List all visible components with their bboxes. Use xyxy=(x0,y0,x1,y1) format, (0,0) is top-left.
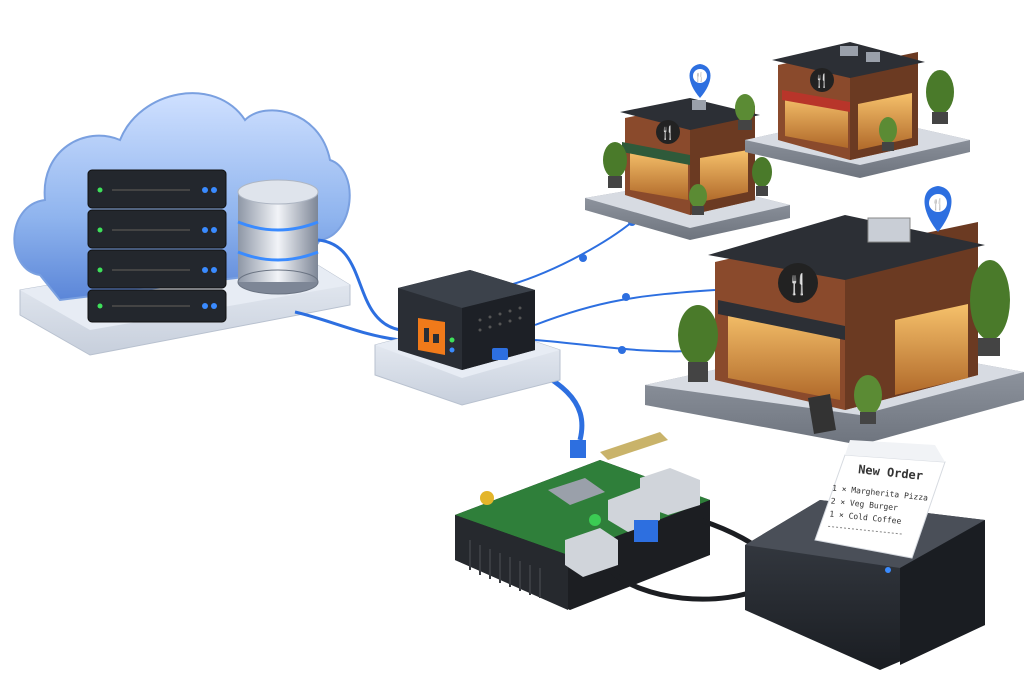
status-led-icon xyxy=(885,567,891,573)
fork-knife-icon: 🍴 xyxy=(786,272,811,296)
hub-logo-icon xyxy=(418,318,445,355)
receipt-title: New Order xyxy=(858,462,924,483)
restaurant-building-2: 🍴 xyxy=(735,42,970,178)
fork-knife-icon: 🍴 xyxy=(814,73,830,89)
tree-icon xyxy=(854,375,882,424)
svg-text:🍴: 🍴 xyxy=(694,71,705,83)
tree-icon xyxy=(678,305,718,382)
svg-text:🍴: 🍴 xyxy=(931,198,945,211)
raspberry-pi-board xyxy=(455,432,710,610)
link-nodes xyxy=(579,218,636,354)
thermal-printer xyxy=(745,440,985,670)
restaurant-building-3: 🍴 🍴 xyxy=(645,186,1024,445)
tree-icon xyxy=(735,94,755,130)
tree-icon xyxy=(926,70,954,124)
fork-knife-icon: 🍴 xyxy=(660,125,676,141)
tree-icon xyxy=(752,157,772,196)
location-pin-icon: 🍴 xyxy=(689,64,711,98)
gateway-hub xyxy=(374,270,561,406)
tree-icon xyxy=(879,117,897,151)
server-rack-icon xyxy=(87,169,227,323)
tree-icon xyxy=(689,184,707,215)
tree-icon xyxy=(970,260,1010,356)
location-pin-icon: 🍴 xyxy=(924,186,952,232)
receipt-paper xyxy=(814,440,946,559)
restaurant-building-1: 🍴 🍴 xyxy=(585,64,790,240)
database-icon xyxy=(237,179,319,295)
cloud-server-group xyxy=(13,92,351,356)
menu-board-icon xyxy=(808,394,836,434)
tree-icon xyxy=(603,142,627,188)
